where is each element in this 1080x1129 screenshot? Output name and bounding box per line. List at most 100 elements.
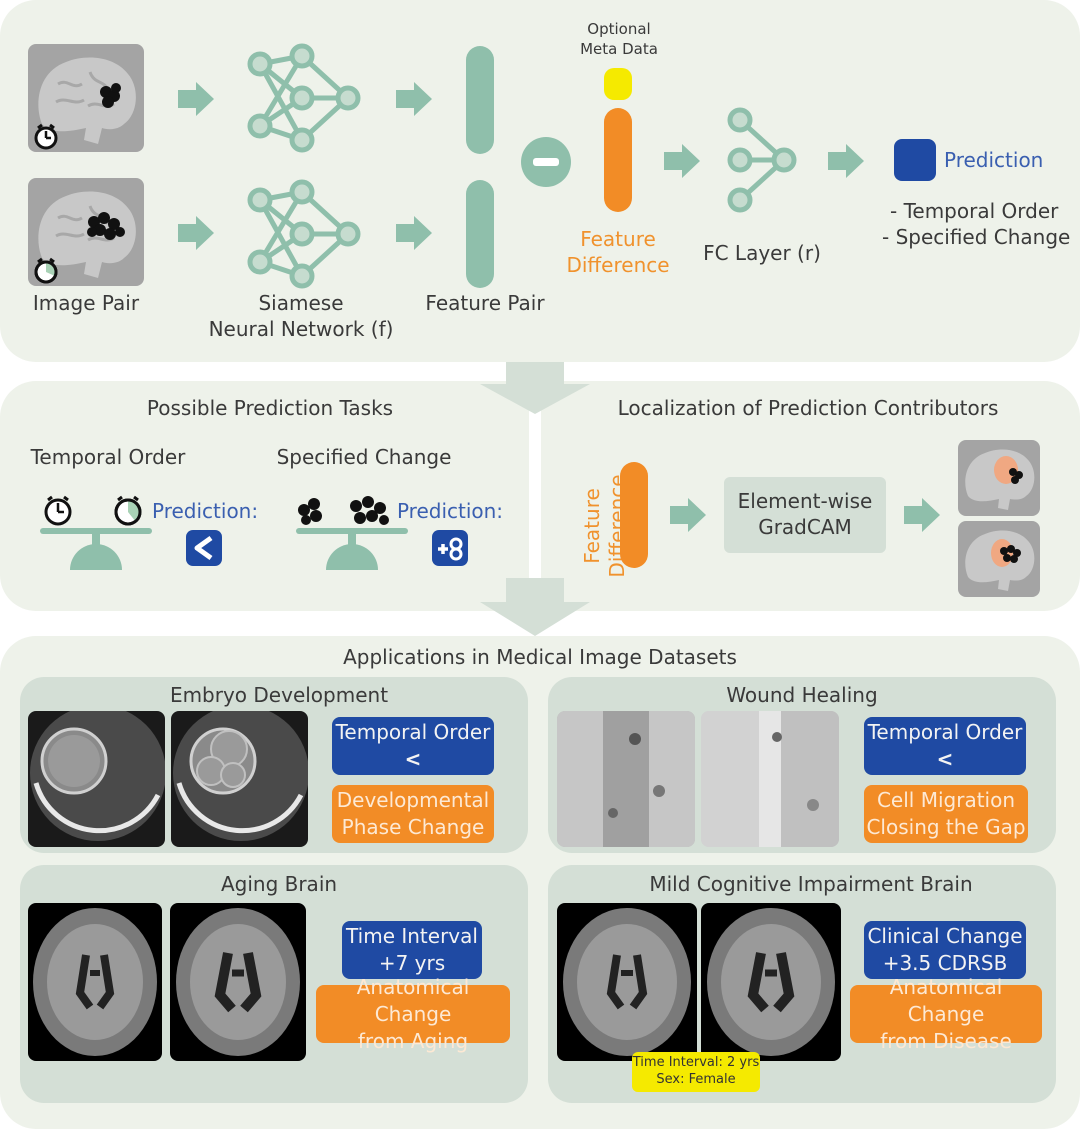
meta-label-line1: Optional (587, 20, 651, 38)
neural-network-icon (247, 43, 361, 153)
aging-change-box: Anatomical Change from Aging (316, 975, 510, 1053)
right-arrow-icon (664, 144, 700, 178)
balance-scale-icon (40, 495, 152, 570)
prediction-item-change: - Specified Change (882, 225, 1071, 249)
down-arrow-icon (480, 362, 590, 414)
embryo-orange-line1: Developmental (336, 788, 490, 812)
mci-mri-1 (557, 903, 697, 1061)
feature-diff-line2: Difference (566, 253, 670, 277)
embryo-blue-line1: Temporal Order (335, 720, 491, 744)
right-arrow-icon (178, 82, 214, 116)
gradcam-line2: GradCAM (758, 515, 852, 539)
gradcam-label: Element-wise GradCAM (724, 488, 886, 540)
embryo-image-2 (171, 711, 308, 847)
siamese-label-line1: Siamese (258, 291, 344, 315)
aging-mri-2 (170, 903, 306, 1061)
clock-icon (44, 495, 72, 526)
prediction-colon-2: Prediction: (396, 499, 504, 523)
down-arrow-icon (480, 578, 590, 636)
feature-difference-bar-mid (620, 462, 648, 568)
localization-title: Localization of Prediction Contributors (617, 396, 999, 420)
aging-interval-box: Time Interval +7 yrs (342, 921, 482, 979)
embryo-change-box: Developmental Phase Change (332, 785, 494, 843)
right-arrow-icon (904, 498, 940, 532)
meta-label-line2: Meta Data (580, 39, 658, 58)
brain-icon (965, 449, 1035, 510)
aging-blue-line1: Time Interval (346, 924, 478, 948)
less-than-badge (186, 530, 222, 566)
mci-meta-line2: Sex: Female (656, 1072, 736, 1087)
mci-title: Mild Cognitive Impairment Brain (649, 872, 973, 896)
embryo-image-1 (28, 711, 165, 847)
minus-icon (521, 137, 571, 187)
less-than-icon (194, 535, 213, 561)
plus-cells-badge (432, 530, 468, 566)
mci-blue-line1: Clinical Change (867, 924, 1023, 948)
right-arrow-icon (396, 216, 432, 250)
meta-data-label: Optional Meta Data (566, 20, 672, 59)
mri-brain-icon (176, 908, 300, 1056)
aging-blue-line2: +7 yrs (378, 951, 446, 975)
feature-difference-bar (604, 108, 632, 212)
siamese-label: Siamese Neural Network (f) (196, 290, 406, 342)
mri-brain-icon (707, 908, 835, 1056)
gradcam-brain-1 (958, 440, 1040, 516)
right-arrow-icon (396, 82, 432, 116)
cell-cluster-icon (298, 498, 322, 525)
prediction-square (894, 139, 936, 181)
feature-difference-label: Feature Difference (560, 226, 676, 278)
gradcam-box (724, 477, 886, 553)
prediction-item-temporal: - Temporal Order (890, 199, 1059, 223)
wound-orange-line1: Cell Migration (876, 788, 1016, 812)
wound-icon (557, 711, 695, 847)
wound-image-1 (557, 711, 695, 847)
gradcam-line1: Element-wise (737, 489, 873, 513)
specified-change-label: Specified Change (276, 445, 452, 469)
neural-network-icon (247, 179, 361, 289)
fc-layer-label: FC Layer (r) (703, 241, 821, 265)
prediction-list: - Temporal Order - Specified Change (874, 198, 1071, 250)
wound-orange-line2: Closing the Gap (866, 815, 1026, 839)
mci-orange-line2: from Disease (880, 1028, 1012, 1053)
embryo-orange-line2: Phase Change (341, 815, 485, 839)
embryo-icon (30, 711, 165, 841)
applications-title: Applications in Medical Image Datasets (343, 645, 737, 669)
cell-cluster-icon (350, 496, 389, 525)
fc-layer-icon (727, 107, 797, 213)
embryo-blue-line2: < (404, 747, 422, 771)
feature-diff-line1: Feature (580, 227, 656, 251)
wound-blue-line2: < (936, 747, 954, 771)
wound-temporal-box: Temporal Order < (864, 717, 1026, 775)
plus-cells-icon (438, 537, 463, 561)
brain-thumbnail-t1 (28, 44, 144, 152)
mci-blue-line2: +3.5 CDRSB (882, 951, 1008, 975)
right-arrow-icon (178, 216, 214, 250)
brain-icon (38, 57, 136, 144)
aging-title: Aging Brain (220, 872, 338, 896)
mci-change-box: Anatomical Change from Disease (850, 975, 1042, 1053)
feature-diff-vertical-line1: Feature (580, 488, 604, 564)
mri-brain-icon (33, 908, 157, 1056)
gradcam-brain-2 (958, 521, 1040, 597)
mci-mri-2 (701, 903, 841, 1061)
wound-title: Wound Healing (726, 683, 878, 707)
temporal-order-label: Temporal Order (30, 445, 186, 469)
middle-divider (529, 395, 541, 605)
aging-mri-1 (28, 903, 162, 1061)
tasks-title: Possible Prediction Tasks (146, 396, 394, 420)
mci-meta-line1: Time Interval: 2 yrs (632, 1055, 760, 1071)
aging-orange-line2: from Aging (357, 1028, 469, 1053)
clock-icon (34, 123, 58, 150)
prediction-colon-1: Prediction: (152, 499, 259, 523)
mci-clinical-box: Clinical Change +3.5 CDRSB (864, 921, 1026, 979)
right-arrow-icon (828, 144, 864, 178)
embryo-temporal-box: Temporal Order < (332, 717, 494, 775)
wound-icon (701, 711, 839, 847)
siamese-label-line2: Neural Network (f) (208, 317, 394, 341)
mri-brain-icon (563, 908, 691, 1056)
clock-icon (114, 495, 142, 526)
feature-vector-bar-1 (466, 46, 494, 154)
brain-thumbnail-t2 (28, 178, 144, 286)
brain-icon (38, 191, 136, 278)
wound-image-2 (701, 711, 839, 847)
